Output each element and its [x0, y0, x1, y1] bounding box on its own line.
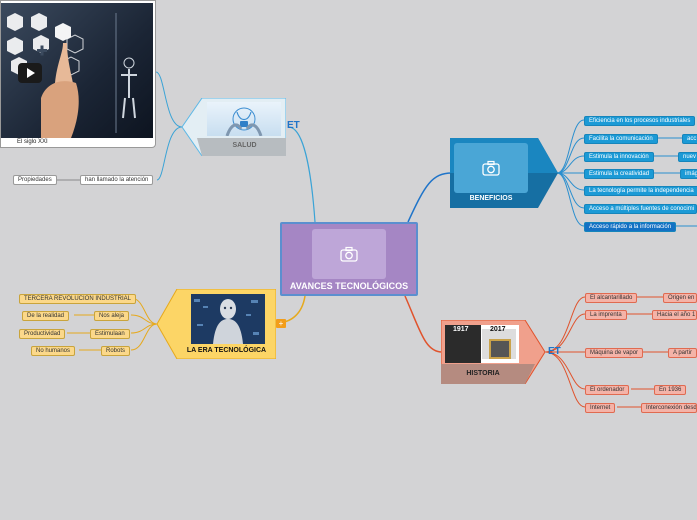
era-sub[interactable]: De la realidad	[22, 311, 70, 321]
link-central-beneficios	[407, 172, 453, 223]
era-node[interactable]: LA ERA TECNOLÓGICA	[157, 289, 276, 359]
beneficio-item[interactable]: Facilita la comunicación	[584, 134, 658, 144]
historia-node[interactable]: 1917 2017 HISTORIA	[441, 320, 545, 384]
link-central-salud	[287, 126, 316, 223]
beneficios-node[interactable]: BENEFICIOS	[450, 138, 558, 208]
link-salud-video	[155, 71, 183, 128]
historia-sub[interactable]: En 1936	[654, 385, 687, 395]
historia-item[interactable]: El alcantarillado	[585, 293, 638, 303]
beneficio-item[interactable]: Acceso a múltiples fuentes de conocimi	[584, 204, 697, 214]
era-sub[interactable]: Productividad	[19, 329, 66, 339]
beneficio-sub[interactable]: acc	[682, 134, 697, 144]
era-item[interactable]: TERCERA REVOLUCIÓN INDUSTRIAL	[19, 294, 137, 304]
central-node[interactable]: AVANCES TECNOLÓGICOS	[280, 222, 418, 296]
salud-node[interactable]: SALUD	[182, 98, 286, 156]
era-expand-badge[interactable]: +	[276, 319, 286, 328]
historia-et-label: ET	[548, 346, 561, 357]
era-sub[interactable]: No humanos	[31, 346, 76, 356]
video-thumbnail[interactable]	[1, 3, 153, 138]
historia-item[interactable]: Máquina de vapor	[585, 348, 644, 358]
salud-title: SALUD	[232, 142, 257, 149]
historia-title: HISTORIA	[466, 370, 500, 377]
salud-chain-1[interactable]: han llamado la atención	[80, 175, 154, 185]
era-item[interactable]: Estimulaan	[90, 329, 130, 339]
play-icon	[27, 68, 35, 78]
era-title: LA ERA TECNOLÓGICA	[186, 347, 267, 354]
salud-image	[207, 102, 281, 137]
beneficio-sub[interactable]: imág	[680, 169, 697, 179]
video-card[interactable]: El siglo XXI	[0, 0, 156, 148]
link-salud-chain	[156, 126, 183, 181]
historia-sub[interactable]: Origen en	[663, 293, 697, 303]
historia-sub[interactable]: Interconexión desd	[641, 403, 697, 413]
historia-item[interactable]: El ordenador	[585, 385, 630, 395]
historia-image: 1917 2017	[445, 325, 519, 363]
era-item[interactable]: Nos aleja	[94, 311, 130, 321]
historia-item[interactable]: La imprenta	[585, 310, 627, 320]
year-1917: 1917	[453, 326, 469, 333]
historia-sub[interactable]: A partir	[668, 348, 697, 358]
era-item[interactable]: Robots	[101, 346, 131, 356]
era-image	[191, 294, 265, 344]
historia-sub[interactable]: Hacia el año 1	[652, 310, 697, 320]
salud-et-label: ET	[287, 120, 300, 131]
link-central-historia	[404, 295, 443, 353]
beneficio-item[interactable]: Estimula la innovación	[584, 152, 654, 162]
beneficios-title: BENEFICIOS	[469, 195, 513, 202]
central-image-placeholder	[312, 229, 386, 279]
beneficio-item[interactable]: La tecnología permite la independencia	[584, 186, 697, 196]
historia-item[interactable]: Internet	[585, 403, 616, 413]
central-title: AVANCES TECNOLÓGICOS	[289, 281, 409, 291]
play-button[interactable]	[18, 63, 42, 83]
beneficio-item[interactable]: Acceso rápido a la información	[584, 222, 677, 232]
salud-chain-2[interactable]: Propiedades	[13, 175, 57, 185]
beneficio-item[interactable]: Eficiencia en los procesos industriales	[584, 116, 696, 126]
beneficio-item[interactable]: Estimula la creatividad	[584, 169, 655, 179]
video-caption: El siglo XXI	[17, 139, 48, 145]
camera-icon	[482, 160, 500, 176]
camera-icon	[340, 246, 358, 262]
year-2017: 2017	[490, 326, 506, 333]
beneficio-sub[interactable]: nuev	[678, 152, 697, 162]
beneficios-image-placeholder	[454, 143, 528, 193]
